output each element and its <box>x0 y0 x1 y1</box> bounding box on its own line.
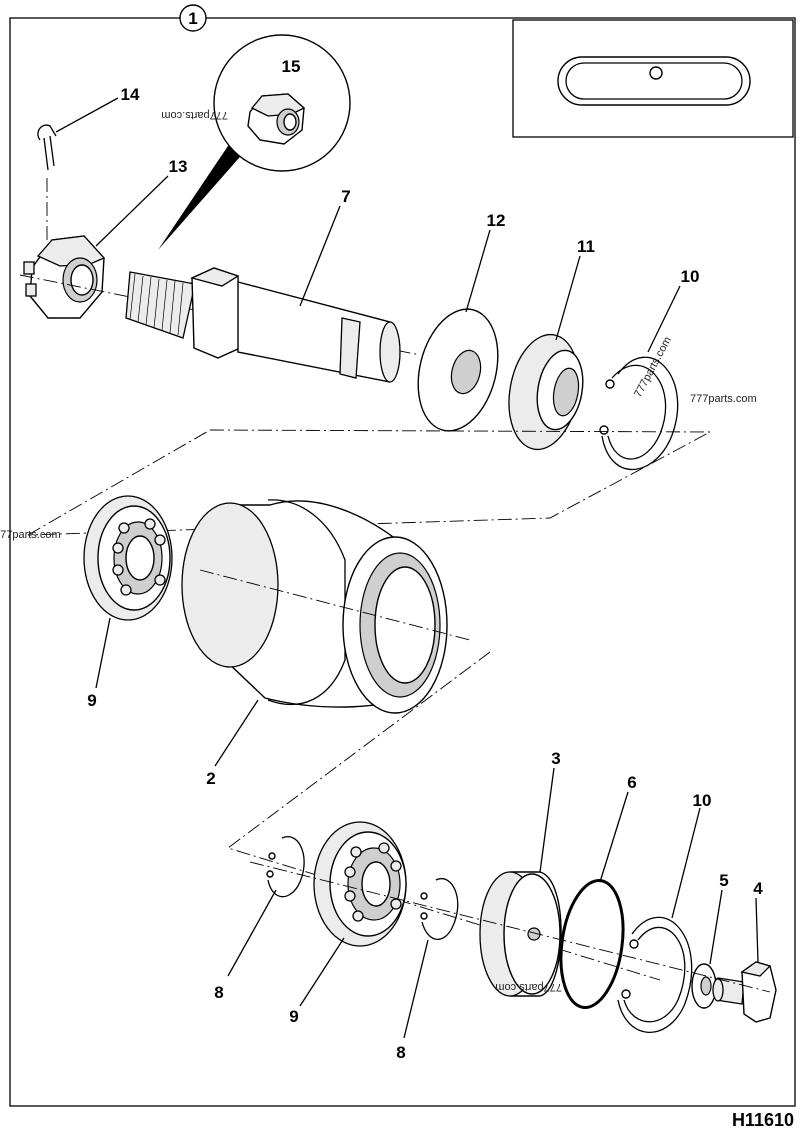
circlip-8-left-icon <box>266 836 305 898</box>
inset-box <box>512 19 794 138</box>
label-7: 7 <box>341 187 350 206</box>
label-8-left: 8 <box>214 983 223 1002</box>
assembly-callout: 1 <box>179 4 207 32</box>
assembly-callout-number: 1 <box>188 9 197 28</box>
washer-12-icon <box>417 308 499 432</box>
castle-nut-13-icon <box>23 235 106 319</box>
bolt-4-icon <box>712 961 777 1023</box>
lower-axis <box>249 861 771 993</box>
watermark-bottom: 777parts.com <box>495 981 562 993</box>
label-11: 11 <box>577 237 595 256</box>
circlip-10-upper-icon <box>599 356 679 471</box>
label-14: 14 <box>121 85 140 104</box>
bearing-9-lower-icon <box>313 821 407 947</box>
watermark-left: 777parts.com <box>0 529 61 541</box>
label-3: 3 <box>551 749 560 768</box>
cotter-pin-14-icon <box>37 124 57 240</box>
label-13: 13 <box>169 157 188 176</box>
bearing-9-left-icon <box>83 495 173 621</box>
label-5: 5 <box>719 871 728 890</box>
watermark-top: 777parts.com <box>161 109 228 121</box>
label-2: 2 <box>206 769 215 788</box>
bushing-11-icon <box>508 333 584 451</box>
shaft-7-icon <box>19 267 421 383</box>
watermark-right: 777parts.com <box>690 393 757 405</box>
washer-5-icon <box>691 963 717 1009</box>
diagram-frame <box>9 17 796 1107</box>
label-15: 15 <box>282 57 301 76</box>
label-9-lower: 9 <box>289 1007 298 1026</box>
label-8-right: 8 <box>396 1043 405 1062</box>
drawing-code: H11610 <box>732 1110 794 1130</box>
label-6: 6 <box>627 773 636 792</box>
label-9-left: 9 <box>87 691 96 710</box>
label-10-lower: 10 <box>693 791 712 810</box>
circlip-10-lower-icon <box>617 916 693 1033</box>
nut-15-icon <box>247 93 306 145</box>
part-labels: 14 15 13 7 12 11 10 9 2 3 6 10 5 4 8 9 8 <box>87 57 763 1062</box>
circlip-8-right-icon <box>420 877 459 940</box>
leader-lines <box>55 97 759 1039</box>
watermark-diagonal: 777parts.com <box>632 335 674 399</box>
detail-circle-15 <box>158 34 351 250</box>
roller-2-icon <box>181 499 471 714</box>
end-cap-3-icon <box>479 871 562 997</box>
label-10-upper: 10 <box>681 267 700 286</box>
o-ring-6-icon <box>559 878 625 1010</box>
label-12: 12 <box>487 211 506 230</box>
label-4: 4 <box>753 879 763 898</box>
